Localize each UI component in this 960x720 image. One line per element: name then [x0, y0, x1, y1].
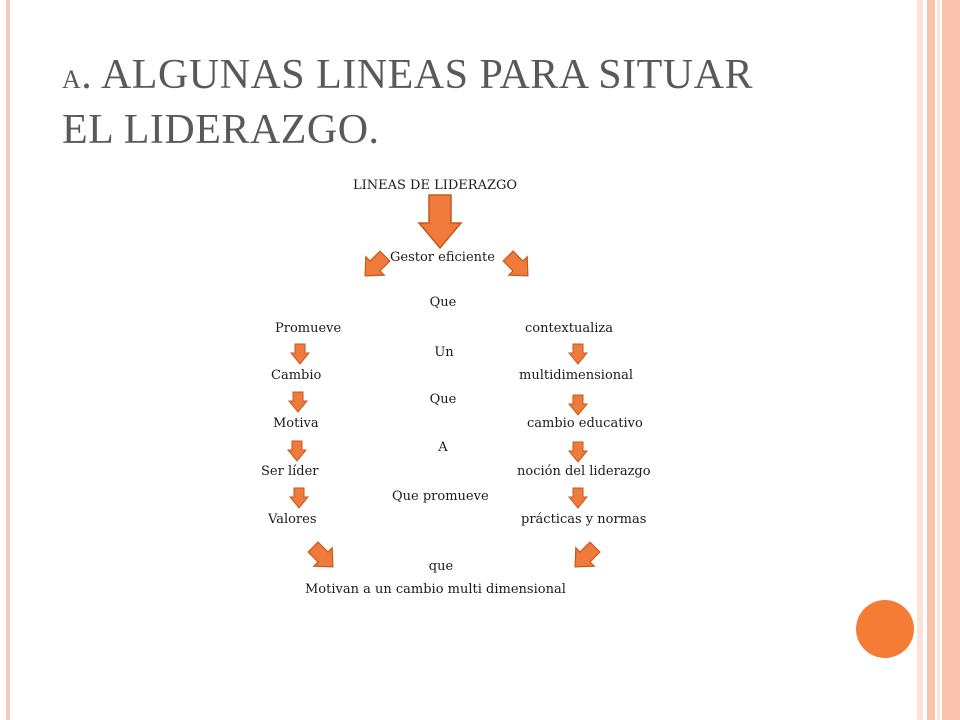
un-label: Un [434, 345, 454, 360]
promueve-label: Promueve [275, 321, 342, 336]
motiva-label: Motiva [273, 416, 319, 431]
title-line-1: . ALGUNAS LINEAS PARA SITUAR [81, 52, 753, 98]
slide-left-border [6, 0, 10, 720]
left-arrow-4-icon [288, 487, 310, 509]
practicas-label: prácticas y normas [521, 512, 647, 527]
cambio-label: Cambio [271, 368, 322, 383]
nocion-label: noción del liderazgo [517, 464, 651, 479]
main-down-arrow-icon [417, 194, 463, 250]
diagonal-arrow-left-icon [364, 250, 391, 277]
diagonal-arrow-right-icon [502, 250, 529, 277]
decorative-stripes [917, 0, 960, 720]
title-line-2: EL LIDERAZGO. [62, 107, 380, 153]
final-statement: Motivan a un cambio multi dimensional [305, 582, 566, 597]
left-arrow-3-icon [286, 440, 308, 462]
contextualiza-label: contextualiza [525, 321, 613, 336]
right-arrow-3-icon [567, 441, 589, 463]
right-arrow-4-icon [567, 487, 589, 509]
que-label-2: Que [429, 392, 457, 407]
slide-title: A. ALGUNAS LINEAS PARA SITUAR EL LIDERAZ… [62, 50, 862, 155]
que-promueve-label: Que promueve [392, 489, 489, 504]
valores-label: Valores [268, 512, 317, 527]
left-arrow-1-icon [289, 343, 311, 365]
diagram-heading: LINEAS DE LIDERAZGO [353, 178, 518, 193]
title-letter: A [62, 65, 82, 94]
gestor-label: Gestor eficiente [390, 250, 495, 265]
decorative-circle [856, 600, 914, 658]
ser-lider-label: Ser líder [261, 464, 319, 479]
bottom-diagonal-arrow-left-icon [307, 541, 334, 568]
left-arrow-2-icon [287, 391, 309, 413]
a-label: A [438, 440, 448, 455]
que-label-1: Que [429, 295, 457, 310]
right-arrow-1-icon [567, 343, 589, 365]
multidimensional-label: multidimensional [519, 368, 634, 383]
cambio-educativo-label: cambio educativo [527, 416, 643, 431]
que-label-3: que [428, 559, 454, 574]
bottom-diagonal-arrow-right-icon [574, 541, 601, 568]
right-arrow-2-icon [567, 394, 589, 416]
